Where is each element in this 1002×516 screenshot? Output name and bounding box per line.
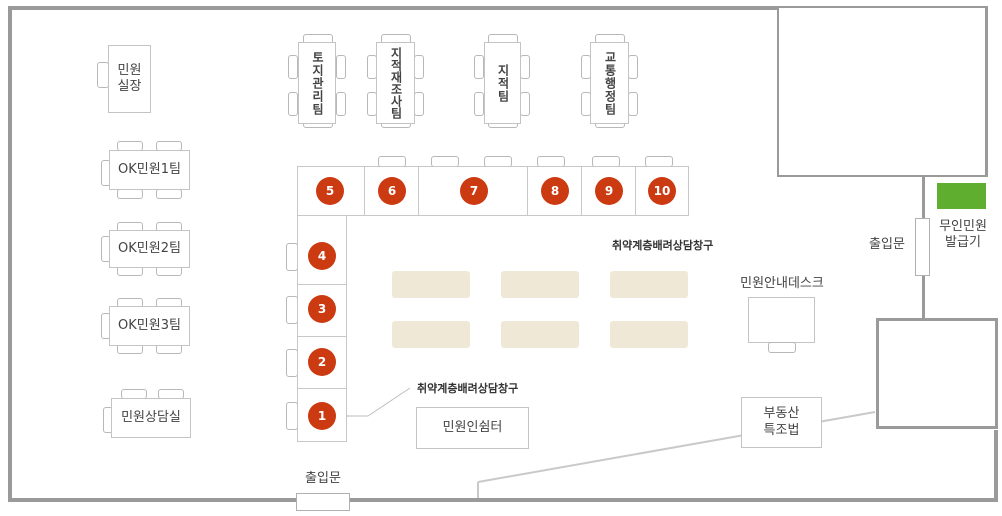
traffic-team[interactable]: 교통행정팀: [590, 42, 629, 124]
chair: [414, 55, 424, 79]
wall-top: [8, 6, 778, 10]
chair: [520, 55, 530, 79]
ok-team-2[interactable]: OK민원2팀: [109, 230, 190, 268]
cadastral-survey-team[interactable]: 지적재조사팀: [376, 42, 415, 124]
real-estate-desk[interactable]: 부동산 특조법: [741, 397, 822, 448]
chair: [288, 55, 298, 79]
counter-badge-7[interactable]: 7: [460, 177, 488, 205]
consult-room[interactable]: 민원상담실: [111, 398, 191, 438]
vulnerable-window-note-bottom: 취약계층배려상담창구: [417, 382, 519, 395]
right-door[interactable]: [915, 218, 930, 276]
chair: [156, 189, 182, 199]
counter-badge-6[interactable]: 6: [378, 177, 406, 205]
land-team[interactable]: 토지관리팀: [298, 42, 336, 124]
ok-team-3[interactable]: OK민원3팀: [109, 306, 190, 346]
vulnerable-window-note-top: 취약계층배려상담창구: [612, 239, 714, 252]
waiting-seat: [501, 321, 579, 348]
cadastral-team[interactable]: 지적팀: [484, 42, 521, 124]
bottom-door[interactable]: [296, 493, 350, 511]
info-desk-label: 민원안내데스크: [740, 275, 824, 291]
chair: [288, 92, 298, 116]
counter-badge-9[interactable]: 9: [595, 177, 623, 205]
rest-area[interactable]: 민원인쉼터: [416, 407, 529, 449]
chair: [768, 342, 796, 353]
chair: [414, 92, 424, 116]
waiting-seat: [392, 321, 470, 348]
right-door-label: 출입문: [869, 236, 905, 252]
chair: [117, 189, 143, 199]
kiosk-block[interactable]: [937, 183, 986, 209]
chair: [336, 92, 346, 116]
chair: [474, 92, 484, 116]
kiosk-label: 무인민원 발급기: [939, 218, 987, 250]
counter-badge-4[interactable]: 4: [308, 242, 336, 270]
counter-inner-fill: [347, 216, 688, 246]
bottom-door-label: 출입문: [305, 470, 341, 486]
lower-right-room: [876, 318, 998, 429]
wall-left: [8, 6, 12, 502]
counter-badge-5[interactable]: 5: [316, 177, 344, 205]
wall-right-top: [985, 6, 988, 177]
chair: [628, 92, 638, 116]
info-desk[interactable]: [748, 297, 815, 343]
chair: [474, 55, 484, 79]
counter-badge-10[interactable]: 10: [648, 177, 676, 205]
manager-office[interactable]: 민원 실장: [108, 45, 151, 113]
counter-badge-8[interactable]: 8: [541, 177, 569, 205]
waiting-seat: [610, 321, 688, 348]
ok-team-1[interactable]: OK민원1팀: [109, 150, 190, 190]
chair: [628, 55, 638, 79]
chair: [520, 92, 530, 116]
waiting-seat: [501, 271, 579, 298]
wall-bottom: [8, 498, 998, 502]
waiting-seat: [392, 271, 470, 298]
chair: [336, 55, 346, 79]
counter-badge-1[interactable]: 1: [308, 402, 336, 430]
waiting-seat: [610, 271, 688, 298]
wall-right-lower: [994, 430, 998, 502]
counter-badge-3[interactable]: 3: [308, 295, 336, 323]
counter-badge-2[interactable]: 2: [308, 348, 336, 376]
